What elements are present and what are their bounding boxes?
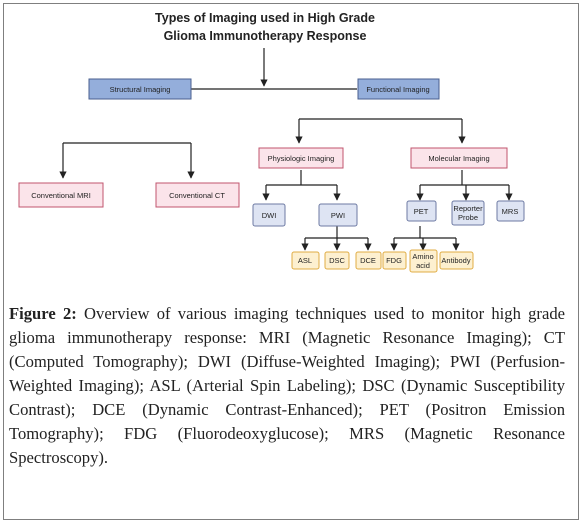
node-label-line-1: Amino [412, 252, 433, 261]
node-functional-imaging: Functional Imaging [357, 78, 440, 100]
node-dce: DCE [355, 251, 382, 270]
node-fdg: FDG [382, 251, 407, 270]
node-amino-acid: Amino acid [409, 249, 438, 273]
caption-text: Overview of various imaging techniques u… [9, 304, 565, 467]
node-conventional-mri: Conventional MRI [18, 182, 104, 208]
node-label: Molecular Imaging [428, 154, 489, 163]
node-dwi: DWI [252, 203, 286, 227]
figure-caption: Figure 2: Overview of various imaging te… [9, 302, 565, 470]
node-reporter-probe: Reporter Probe [451, 200, 485, 226]
node-molecular-imaging: Molecular Imaging [410, 147, 508, 169]
node-label: Physiologic Imaging [268, 154, 335, 163]
node-label: Structural Imaging [110, 85, 171, 94]
node-structural-imaging: Structural Imaging [88, 78, 192, 100]
node-label-line-2: Probe [458, 213, 478, 222]
diagram: Types of Imaging used in High Grade Glio… [18, 11, 525, 273]
node-label: DWI [262, 211, 277, 220]
caption-label: Figure 2: [9, 304, 77, 323]
node-label: PET [414, 207, 429, 216]
node-label-line-1: Reporter [453, 204, 483, 213]
node-label: Conventional CT [169, 191, 225, 200]
node-pwi: PWI [318, 203, 358, 227]
node-label: MRS [502, 207, 519, 216]
node-label: PWI [331, 211, 345, 220]
node-mrs: MRS [496, 200, 525, 222]
node-antibody: Antibody [439, 251, 474, 270]
node-asl: ASL [291, 251, 320, 270]
node-label: Functional Imaging [366, 85, 429, 94]
node-label: ASL [298, 256, 312, 265]
node-conventional-ct: Conventional CT [155, 182, 240, 208]
node-label: Antibody [441, 256, 470, 265]
diagram-title-line-2: Glioma Immunotherapy Response [164, 29, 367, 43]
node-label: DSC [329, 256, 345, 265]
node-pet: PET [406, 200, 437, 222]
node-label: FDG [386, 256, 402, 265]
node-label: Conventional MRI [31, 191, 91, 200]
node-physiologic-imaging: Physiologic Imaging [258, 147, 344, 169]
diagram-title-line-1: Types of Imaging used in High Grade [155, 11, 375, 25]
node-label: DCE [360, 256, 376, 265]
node-label-line-2: acid [416, 261, 430, 270]
node-dsc: DSC [324, 251, 350, 270]
